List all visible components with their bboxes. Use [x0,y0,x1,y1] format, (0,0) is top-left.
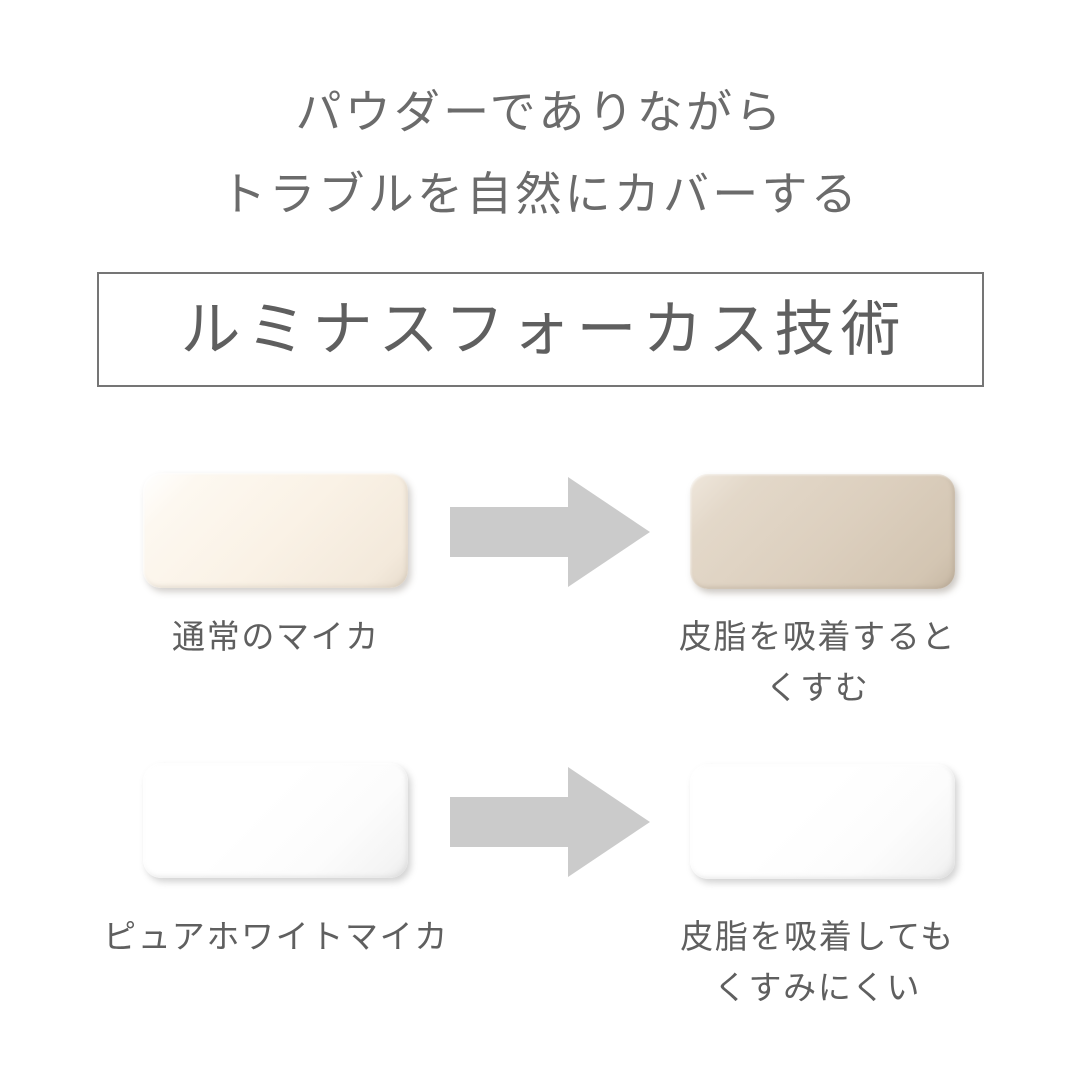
caption-pure-white-mica-line-1: ピュアホワイトマイカ [103,918,449,955]
caption-no-dull-result-line-2: くすみにくい [713,969,922,1007]
caption-dulled-result: 皮脂を吸着すると くすむ [555,611,1080,713]
caption-dulled-result-line-2: くすむ [765,669,870,707]
caption-regular-mica: 通常のマイカ [0,611,552,662]
dulled-taupe-swatch [690,474,955,589]
cream-mica-swatch [143,473,408,588]
caption-no-dull-result: 皮脂を吸着しても くすみにくい [555,911,1080,1013]
headline-line-1: パウダーでありながら [295,86,785,138]
arrow-right-icon-row-2 [450,767,650,877]
caption-no-dull-result-line-1: 皮脂を吸着しても [680,918,955,955]
caption-dulled-result-line-1: 皮脂を吸着すると [678,618,957,655]
caption-pure-white-mica: ピュアホワイトマイカ [0,911,552,962]
arrow-right-icon-row-1 [450,477,650,587]
technology-title-box: ルミナスフォーカス技術 [97,272,984,387]
headline: パウダーでありながら トラブルを自然にカバーする [0,72,1080,236]
headline-line-2: トラブルを自然にカバーする [220,167,860,220]
pure-white-after-swatch [690,764,955,879]
technology-title-text: ルミナスフォーカス技術 [180,295,907,363]
pure-white-mica-swatch [143,763,408,878]
caption-regular-mica-line-1: 通常のマイカ [172,618,380,655]
